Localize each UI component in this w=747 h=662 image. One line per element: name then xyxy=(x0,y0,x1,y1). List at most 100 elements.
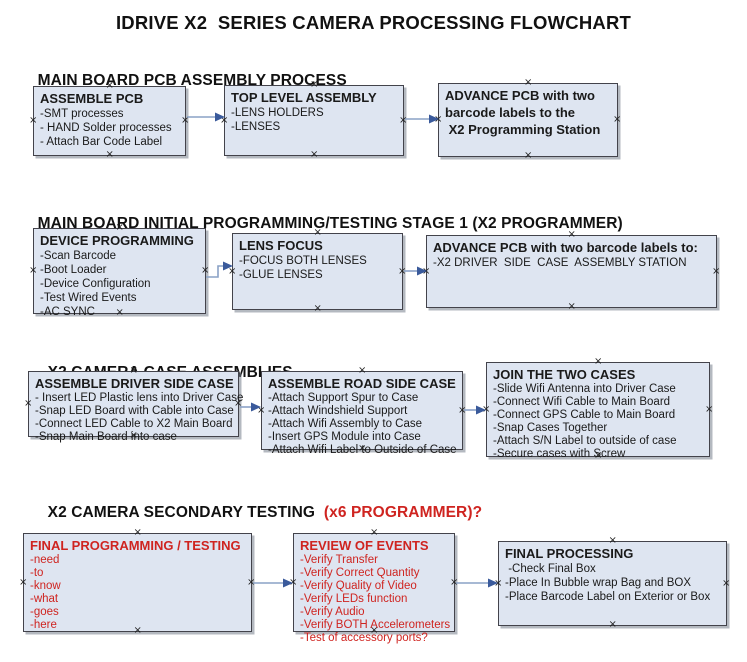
connection-handle-icon: × xyxy=(712,265,721,277)
box-line: -Insert GPS Module into Case xyxy=(268,431,421,443)
flow-arrow xyxy=(456,578,498,588)
box-line: -Attach S/N Label to outside of case xyxy=(493,435,677,447)
box-line: -Device Configuration xyxy=(40,278,151,290)
box-line: -what xyxy=(30,593,59,605)
box-title: FINAL PROCESSING xyxy=(505,546,634,561)
flow-arrow xyxy=(253,578,293,588)
box-line: -LENSES xyxy=(231,121,281,133)
connection-handle-icon: × xyxy=(613,114,622,125)
box-title: FINAL PROGRAMMING / TESTING xyxy=(30,538,241,553)
box-line: -know xyxy=(30,580,61,592)
connection-handle-icon: × xyxy=(29,265,38,276)
box-line: -Attach Support Spur to Case xyxy=(268,392,419,404)
box-line: -need xyxy=(30,554,60,566)
connection-handle-icon: × xyxy=(608,619,617,630)
box-line: -Connect Wifi Cable to Main Board xyxy=(493,396,671,408)
box-line: -FOCUS BOTH LENSES xyxy=(239,255,367,267)
box-title: TOP LEVEL ASSEMBLY xyxy=(231,90,377,105)
box-lines: -FOCUS BOTH LENSES -GLUE LENSES xyxy=(239,254,397,282)
section-heading-initial-programming: MAIN BOARD INITIAL PROGRAMMING/TESTING S… xyxy=(20,197,623,233)
box-line: -Attach Wifi Label to Outside of Case xyxy=(268,444,457,456)
box-line: -Attach Windshield Support xyxy=(268,405,408,417)
box-title: ADVANCE PCB with two barcode labels to: xyxy=(433,240,698,255)
flow-box-device-programming: DEVICE PROGRAMMING -Scan Barcode -Boot Lo… xyxy=(29,223,209,319)
page-title: IDRIVE X2 SERIES CAMERA PROCESSING FLOWC… xyxy=(115,12,632,33)
connection-handle-icon: × xyxy=(567,301,576,312)
box-line: -Scan Barcode xyxy=(40,250,117,262)
box-lines: -Check Final Box -Place In Bubble wrap Ba… xyxy=(505,562,721,604)
section-heading-pcb-assembly: MAIN BOARD PCB ASSEMBLY PROCESS xyxy=(20,54,347,90)
flow-box-join-the-two-cases: JOIN THE TWO CASES -Slide Wifi Antenna i… xyxy=(482,357,714,461)
box-line: -goes xyxy=(30,606,59,618)
connection-handle-icon: × xyxy=(608,535,617,546)
box-line: -to xyxy=(30,567,44,579)
box-lines: -Attach Support Spur to Case-Attach Wind… xyxy=(268,392,457,457)
flow-box-assemble-pcb: ASSEMBLE PCB -SMT processes- HAND Solder… xyxy=(29,81,189,160)
section-heading-red-suffix: (x6 PROGRAMMER)? xyxy=(323,504,483,521)
box-line: -Verify Quality of Video xyxy=(300,580,417,592)
box-line: -Test Wired Events xyxy=(40,292,137,304)
box-line: -Check Final Box xyxy=(505,563,596,575)
box-lines: - Insert LED Plastic lens into Driver Ca… xyxy=(35,392,244,444)
box-line: -Attach Wifi Assembly to Case xyxy=(268,418,423,430)
section-heading-text: X2 CAMERA SECONDARY TESTING xyxy=(47,504,324,521)
box-line: - Insert LED Plastic lens into Driver Ca… xyxy=(35,392,244,404)
flow-arrow xyxy=(405,114,439,124)
box-lines: -Slide Wifi Antenna into Driver Case-Con… xyxy=(493,383,704,461)
connection-handle-icon: × xyxy=(705,403,714,415)
box-title: ASSEMBLE DRIVER SIDE CASE xyxy=(35,376,234,391)
box-lines: -SMT processes- HAND Solder processes- A… xyxy=(40,107,180,149)
box-line: -Connect GPS Cable to Main Board xyxy=(493,409,676,421)
box-line: -Place In Bubble wrap Bag and BOX xyxy=(505,577,692,589)
box-lines: -need-to-know-what-goes-here xyxy=(30,554,246,632)
box-line: -Boot Loader xyxy=(40,264,107,276)
connection-handle-icon: × xyxy=(133,527,142,538)
box-line: X2 Programming Station xyxy=(445,122,601,137)
flow-box-final-programming-testing: FINAL PROGRAMMING / TESTING -need-to-kno… xyxy=(19,528,255,636)
box-line: -Slide Wifi Antenna into Driver Case xyxy=(493,383,676,395)
box-title: REVIEW OF EVENTS xyxy=(300,538,429,553)
box-line: -Snap LED Board with Cable into Case xyxy=(35,405,234,417)
box-lines: -Verify Transfer-Verify Correct Quantity… xyxy=(300,554,451,645)
section-heading-text: MAIN BOARD INITIAL PROGRAMMING/TESTING S… xyxy=(37,215,623,232)
box-title: ADVANCE PCB with two xyxy=(445,88,595,103)
box-line: - Attach Bar Code Label xyxy=(40,136,163,148)
box-line: -Verify Correct Quantity xyxy=(300,567,420,579)
box-title: DEVICE PROGRAMMING xyxy=(40,233,194,248)
box-line: -GLUE LENSES xyxy=(239,269,323,281)
flow-box-top-level-assembly: TOP LEVEL ASSEMBLY -LENS HOLDERS-LENSES … xyxy=(220,80,407,160)
box-line: -Verify Audio xyxy=(300,606,365,618)
connection-handle-icon: × xyxy=(722,577,731,589)
flow-arrow xyxy=(464,405,486,415)
connection-handle-icon: × xyxy=(105,149,114,160)
box-lines: -LENS HOLDERS -LENSES xyxy=(231,106,398,134)
flow-arrow xyxy=(240,402,261,412)
connection-handle-icon: × xyxy=(358,365,367,376)
flow-box-final-processing: FINAL PROCESSING -Check Final Box -Place … xyxy=(494,536,731,630)
box-lines: barcode labels to the X2 Programming Sta… xyxy=(445,104,612,138)
flow-box-assemble-driver-side-case: ASSEMBLE DRIVER SIDE CASE - Insert LED P… xyxy=(24,366,243,444)
connection-handle-icon: × xyxy=(19,576,28,588)
flow-box-assemble-road-side-case: ASSEMBLE ROAD SIDE CASE -Attach Support … xyxy=(257,366,466,457)
box-line: -Verify BOTH Accelerometers xyxy=(300,619,451,631)
flow-arrow xyxy=(187,112,225,122)
box-line: -Snap Cases Together xyxy=(493,422,608,434)
box-line: -Place Barcode Label on Exterior or Box xyxy=(505,591,711,603)
connection-handle-icon: × xyxy=(29,115,38,126)
box-title: ASSEMBLE ROAD SIDE CASE xyxy=(268,376,456,391)
section-heading-secondary-testing: X2 CAMERA SECONDARY TESTING (x6 PROGRAMM… xyxy=(30,486,482,522)
box-lines: -Scan Barcode -Boot Loader -Device Configu… xyxy=(40,249,200,319)
connection-handle-icon: × xyxy=(524,150,533,161)
box-line: -Snap Main Board into case xyxy=(35,431,177,443)
box-lines: -X2 DRIVER SIDE CASE ASSEMBLY STATION xyxy=(433,256,711,270)
connection-handle-icon: × xyxy=(594,356,603,367)
connection-handle-icon: × xyxy=(524,77,533,88)
box-line: -LENS HOLDERS xyxy=(231,107,324,119)
box-title: LENS FOCUS xyxy=(239,238,323,253)
box-line: barcode labels to the xyxy=(445,105,576,120)
section-heading-text: MAIN BOARD PCB ASSEMBLY PROCESS xyxy=(37,72,347,89)
flow-arrow xyxy=(404,266,427,276)
box-line: -Test of accessory ports? xyxy=(300,632,428,644)
box-title: ASSEMBLE PCB xyxy=(40,91,144,106)
